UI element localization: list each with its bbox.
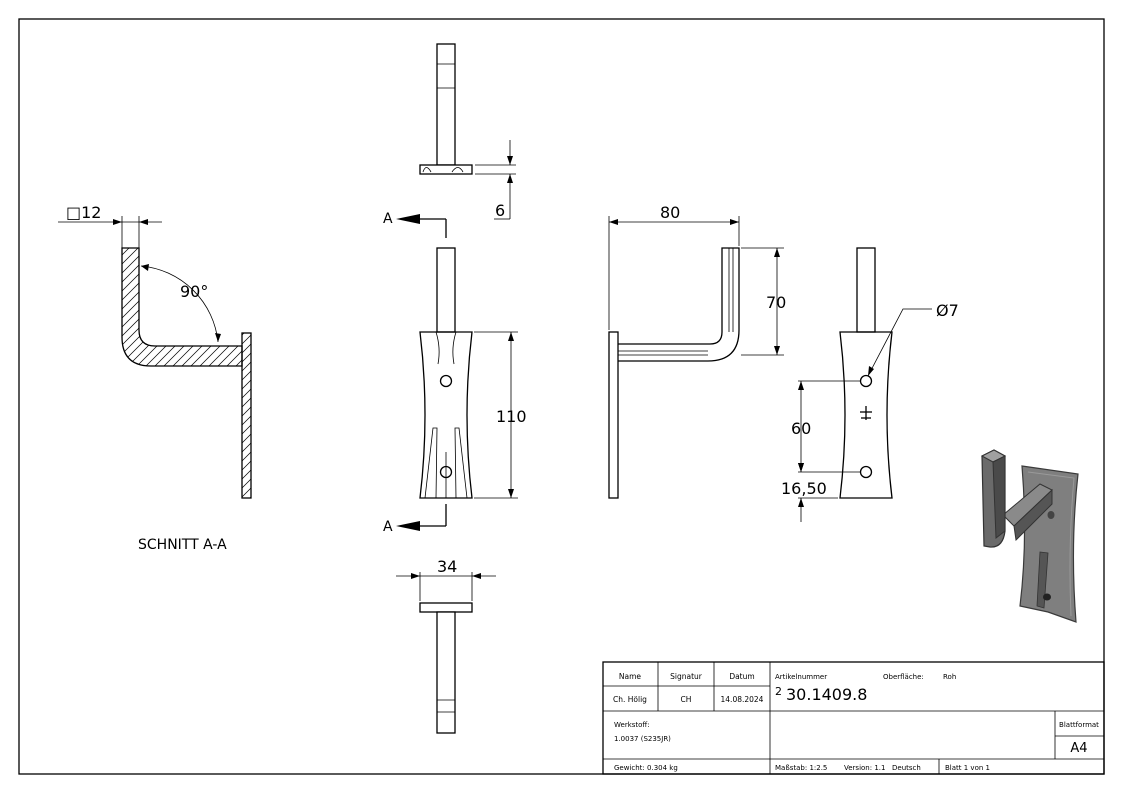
dim-hole-spacing: 60	[791, 419, 811, 438]
drawer-name: Ch. Hölig	[613, 695, 647, 704]
dim-square: □12	[66, 203, 101, 222]
sheet-of: Blatt 1 von 1	[945, 764, 990, 772]
isometric-view	[980, 449, 1079, 623]
dim-reach: 80	[660, 203, 680, 222]
material-label: Werkstoff:	[614, 721, 650, 729]
scale: Maßstab: 1:2.5	[775, 764, 827, 772]
header-name: Name	[619, 672, 642, 681]
article-label: Artikelnummer	[775, 673, 827, 681]
top-view: 6	[419, 43, 516, 220]
section-marker-top: A	[383, 211, 393, 227]
dim-hole-edge: 16,50	[781, 479, 827, 498]
section-hatch	[122, 248, 242, 366]
dim-plate-width: 34	[437, 557, 457, 576]
surface-value: Roh	[943, 673, 956, 681]
version: Version: 1.1	[844, 764, 885, 772]
section-marker-bottom: A	[383, 519, 393, 535]
dim-hole-diameter: Ø7	[936, 301, 959, 320]
dim-arm-height: 70	[766, 293, 786, 312]
sheet-frame	[18, 18, 1105, 775]
language: Deutsch	[892, 764, 921, 772]
front-view: A A 110	[383, 211, 527, 535]
title-block: Name Signatur Datum Ch. Hölig CH 14.08.2…	[602, 661, 1105, 775]
side-view: 80 70	[608, 203, 786, 499]
dim-height: 110	[496, 407, 527, 426]
article-number: 30.1409.8	[786, 685, 867, 704]
surface-label: Oberfläche:	[883, 673, 924, 681]
rear-view: Ø7 60 16,50	[781, 247, 959, 522]
material-value: 1.0037 (S235JR)	[614, 735, 671, 743]
header-date: Datum	[729, 672, 754, 681]
header-signature: Signatur	[670, 672, 703, 681]
dim-plate-thickness: 6	[495, 201, 505, 220]
drawing-date: 14.08.2024	[721, 695, 764, 704]
sheet-format-label: Blattformat	[1059, 721, 1099, 729]
section-view: □12 90° SCHNITT A-A	[58, 203, 252, 553]
dim-angle: 90°	[180, 282, 208, 301]
drawer-signature: CH	[681, 695, 692, 704]
bottom-view: 34	[396, 557, 496, 734]
revision-number: 2	[775, 685, 782, 698]
weight: Gewicht: 0.304 kg	[614, 764, 678, 772]
sheet-format-value: A4	[1070, 741, 1087, 756]
section-title: SCHNITT A-A	[138, 537, 227, 553]
